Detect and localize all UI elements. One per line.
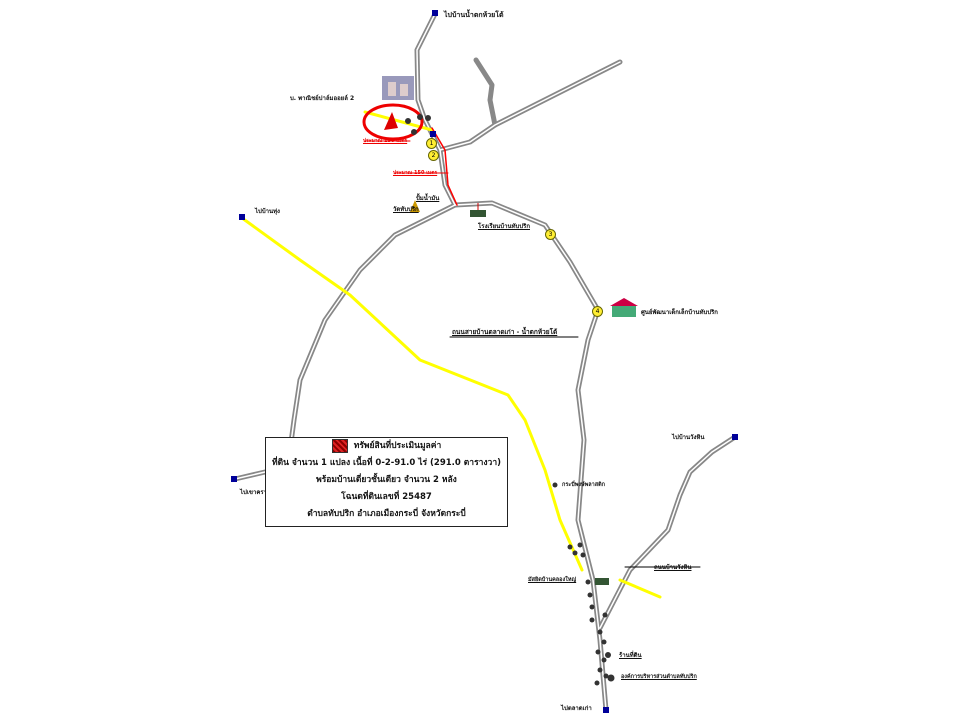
endpoint-icon (432, 10, 438, 16)
label-child-center: ศูนย์พัฒนาเด็กเล็กบ้านทับปริก (641, 309, 718, 316)
endpoint-markers (231, 10, 738, 713)
road-wang-hin (597, 434, 738, 631)
endpoint-icon (239, 214, 245, 220)
label-to-ban-thung: ไปบ้านทุ่ง (255, 208, 280, 215)
legend-line-2: พร้อมบ้านเดี่ยวชั้นเดียว จำนวน 2 หลัง (316, 475, 457, 485)
site-highlight-circle (362, 103, 424, 141)
school-icon (470, 203, 486, 217)
factory-icon (382, 76, 414, 100)
legend-line-3: โฉนดที่ดินเลขที่ 25487 (341, 492, 432, 502)
label-to-khao: ไปเขาคราม (240, 489, 271, 496)
mosque-icon (595, 578, 609, 585)
label-temple: วัดทับปริก (393, 206, 419, 213)
road-center (454, 202, 607, 711)
child-center-icon (610, 298, 638, 317)
roads (232, 11, 738, 713)
legend-line-4: ตำบลทับปริก อำเภอเมืองกระบี่ จังหวัดกระบ… (307, 509, 466, 519)
endpoint-icon (430, 131, 436, 137)
label-to-waterfall: ไปบ้านน้ำตกห้วยโต้ (444, 11, 504, 19)
label-distance-1: ประมาณ 150 เมตร (363, 138, 408, 144)
legend-box: ทรัพย์สินที่ประเมินมูลค่า ที่ดิน จำนวน 1… (265, 437, 508, 527)
label-to-talad-kao: ไปตลาดเก่า (561, 705, 592, 712)
temple-icon (410, 200, 420, 212)
road-center (234, 471, 266, 480)
marker-1: 1 (426, 138, 437, 149)
power-line-main (240, 216, 584, 572)
endpoint-icon (603, 707, 609, 713)
road-center (416, 13, 456, 206)
house-icons (405, 114, 615, 686)
road-branch-north (473, 57, 498, 128)
site-parcel-icon (384, 112, 398, 130)
power-line-east (618, 578, 662, 599)
marker-2: 2 (428, 150, 439, 161)
marker-3: 3 (545, 229, 556, 240)
label-land-shop: ร้านที่ดิน (619, 652, 642, 659)
label-tao-office: องค์การบริหารส่วนตำบลทับปริก (621, 674, 697, 680)
label-factory: บ. พาณิชย์ปาล์มออยล์ 2 (290, 95, 355, 102)
legend-line-1: ที่ดิน จำนวน 1 แปลง เนื้อที่ 0-2-91.0 ไร… (271, 458, 501, 468)
label-wang-hin-road: ถนนบ้านวังหิน (654, 564, 692, 571)
endpoint-icon (231, 476, 237, 482)
label-mosque: มัสยิดบ้านคลองใหญ่ (528, 577, 577, 583)
road-center (289, 204, 456, 451)
label-main-road: ถนนสายบ้านตลาดเก่า - น้ำตกห้วยโต้ (452, 328, 558, 336)
road-west (287, 202, 458, 453)
legend-title-text: ทรัพย์สินที่ประเมินมูลค่า (353, 441, 442, 451)
label-to-wang-hin: ไปบ้านวังหิน (672, 434, 705, 441)
route-line (431, 127, 458, 206)
road-center (599, 436, 736, 629)
marker-4: 4 (592, 306, 603, 317)
label-plastic-shop: กระบี่พงษ์พลาสติก (562, 482, 606, 488)
endpoint-icon (732, 434, 738, 440)
road-center (439, 61, 621, 151)
label-gas-station: ปั้มน้ำมัน (416, 195, 440, 202)
legend-title: ทรัพย์สินที่ประเมินมูลค่า (266, 438, 507, 455)
parcel-swatch-icon (331, 438, 348, 453)
label-school: โรงเรียนบ้านทับปริก (478, 223, 530, 230)
label-distance-2: ประมาณ 150 เมตร (393, 170, 438, 176)
